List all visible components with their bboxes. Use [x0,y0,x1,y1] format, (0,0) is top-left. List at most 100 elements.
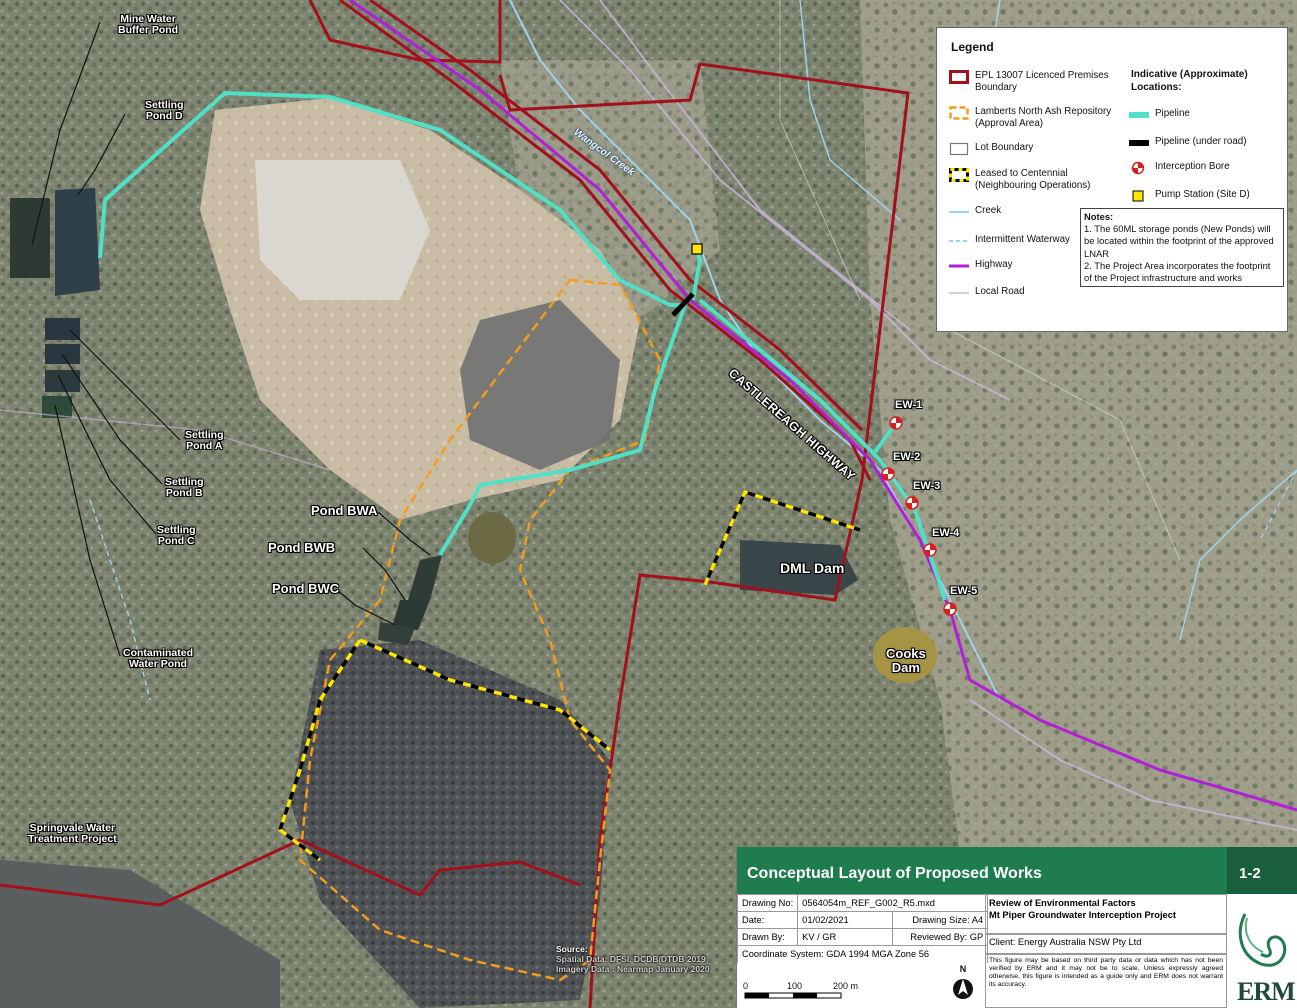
label-pond-bwb: Pond BWB [268,540,336,555]
legend-title: Legend [951,40,994,54]
label-contaminated-water-pond: Contaminated Water Pond [123,647,194,671]
legend-item-pump: Pump Station (Site D) [1129,189,1250,203]
legend-label-lot: Lot Boundary [975,142,1034,153]
note-2: 2. The Project Area incorporates the foo… [1084,259,1271,284]
legend-item-road: Local Road [949,286,1025,300]
pipeline-under-road-symbol [1129,140,1149,146]
pond-bwa [408,555,442,600]
source-credits: Source: Spatial Data: DFSI, DCDB/DTDB 20… [556,944,710,975]
drawn-by-label: Drawn By: [736,928,799,946]
legend-label-bore: Interception Bore [1155,161,1230,172]
cooks-dam [873,627,937,683]
erm-logo-icon [1238,913,1287,967]
legend-item-leased: Leased to Centennial (Neighbouring Opera… [949,168,1090,192]
interception-bore-ew2[interactable] [881,467,895,481]
epl-boundary-south [0,838,581,907]
creek-east-1 [799,0,901,221]
settling-pond-d [55,188,100,296]
label-settling-pond-c: Settling Pond C [157,524,196,548]
pond-bwc [378,622,415,645]
note-1: 1. The 60ML storage ponds (New Ponds) wi… [1084,223,1274,259]
legend-label-highway: Highway [975,259,1013,270]
label-dml-dam: DML Dam [780,560,845,576]
ash-repository-core [255,160,430,300]
interception-bore-ew3[interactable] [905,496,919,510]
north-arrow-icon: N [953,964,973,999]
scale-label-100: 100 [787,981,802,991]
contaminated-water-pond [42,396,72,418]
date-label: Date: [736,911,799,929]
pond-center [468,512,516,564]
drawing-no-value: 0564054m_REF_G002_R5.mxd [797,894,989,912]
drawing-no-label: Drawing No: [736,894,799,912]
map-legend: Legend EPL 13007 Licenced Premises Bound… [936,27,1288,332]
label-ew3: EW-3 [913,480,941,492]
title-block: Conceptual Layout of Proposed Works 1-2 … [736,847,1297,1008]
legend-label-intermittent: Intermittent Waterway [975,234,1070,245]
project-title-cell: Review of Environmental Factors Mt Piper… [985,894,1227,934]
legend-item-lnar: Lamberts North Ash Repository (Approval … [949,106,1111,130]
label-ew4: EW-4 [932,527,960,539]
coal-area-sw [0,860,280,1008]
pump-station-site-d[interactable] [691,243,703,255]
settling-pond-c [45,370,80,392]
epl-boundary-highway-corridor-2 [369,0,864,432]
label-ew2: EW-2 [893,451,921,463]
erm-logo-text: ERM [1237,977,1296,1006]
leased-symbol [949,168,969,182]
label-settling-pond-d: Settling Pond D [145,99,184,123]
mine-water-buffer-pond [10,198,50,278]
legend-indicative-header: Indicative (Approximate) Locations: [1131,69,1248,93]
label-cooks-dam: Cooks Dam [886,646,926,675]
label-pond-bwc: Pond BWC [272,581,340,596]
coal-stockpile-area [290,640,610,1008]
label-springvale: Springvale Water Treatment Project [28,822,117,846]
legend-label-creek: Creek [975,205,1002,216]
drawing-size-value: A4 [971,915,984,925]
disclaimer: This figure may be based on third party … [985,954,1227,1008]
label-ew1: EW-1 [895,399,923,411]
lot-boundary-symbol [949,142,969,156]
label-settling-pond-a: Settling Pond A [185,429,224,453]
source-line-2: Imagery Data : Nearmap January 2020 [556,964,710,975]
dml-dam [740,540,858,595]
legend-item-intermittent: Intermittent Waterway [949,234,1070,248]
legend-label-road: Local Road [975,286,1025,297]
pipeline-symbol [1129,112,1149,118]
legend-item-highway: Highway [949,259,1013,273]
scale-bar: 0 100 200 m [743,981,858,999]
local-road-4 [0,409,331,471]
legend-item-pipeline-road: Pipeline (under road) [1129,136,1247,150]
legend-label-epl: EPL 13007 Licenced Premises Boundary [975,70,1109,94]
lot-boundary-1 [779,0,861,301]
legend-label-pump: Pump Station (Site D) [1155,189,1250,200]
lot-boundary-2 [949,329,1181,561]
project-details: Review of Environmental Factors Mt Piper… [985,894,1227,1008]
castlereagh-highway[interactable] [349,0,1297,812]
label-pond-bwa: Pond BWA [311,503,378,518]
figure-title: Conceptual Layout of Proposed Works [747,865,1042,882]
client: Client: Energy Australia NSW Pty Ltd [985,934,1227,954]
reviewed-by-value: GP [969,932,984,942]
interception-bore-ew1[interactable] [889,416,903,430]
interception-bore-ew4[interactable] [923,543,937,557]
settling-pond-a [45,318,80,340]
label-leader-lines [31,21,431,657]
coordinate-system: Coordinate System: GDA 1994 MGA Zone 56 [736,945,989,963]
scale-label-200: 200 m [833,981,858,991]
interception-bore-ew5[interactable] [943,602,957,616]
legend-label-pipeline-road: Pipeline (under road) [1155,136,1247,147]
legend-item-pipeline: Pipeline [1129,108,1190,122]
local-road-2 [599,0,911,331]
epl-boundary-symbol [949,70,969,84]
legend-item-creek: Creek [949,205,1001,219]
source-line-1: Spatial Data: DFSI, DCDB/DTDB 2019 [556,954,706,965]
pipeline-under-road [671,292,695,317]
legend-item-bore: Interception Bore [1129,161,1230,175]
north-label: N [960,964,967,974]
interception-bore-icon [1131,161,1145,175]
pipeline-main [98,90,688,557]
creek-symbol [949,211,969,213]
date-value: 01/02/2021 [797,911,894,929]
local-road-1 [559,0,1011,401]
